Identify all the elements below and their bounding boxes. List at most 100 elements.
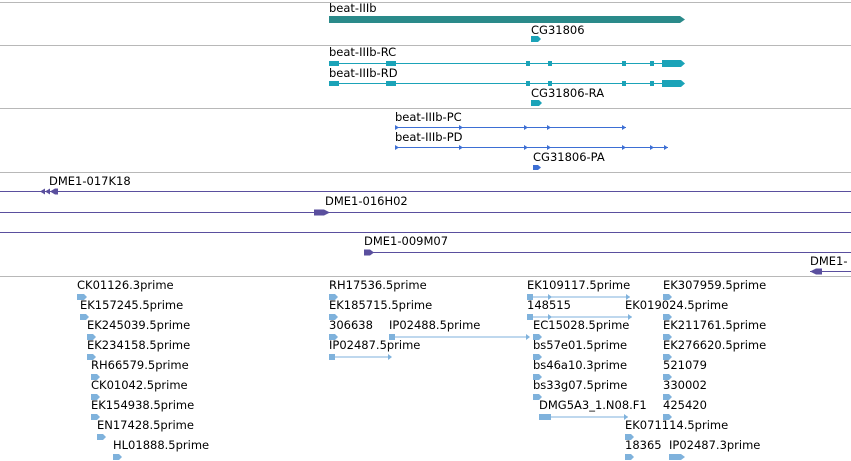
protein-label[interactable]: CG31806-PA bbox=[533, 150, 605, 164]
transcript-label[interactable]: CG31806-RA bbox=[531, 86, 605, 100]
est-label[interactable]: RH17536.5prime bbox=[329, 278, 427, 292]
est-label[interactable]: 330002 bbox=[663, 378, 707, 392]
est-label[interactable]: DMG5A3_1.N08.F1 bbox=[539, 398, 647, 412]
gene-glyph[interactable] bbox=[329, 16, 685, 23]
est-label[interactable]: EN17428.5prime bbox=[97, 418, 194, 432]
est-label[interactable]: EK109117.5prime bbox=[527, 278, 631, 292]
est-glyph[interactable] bbox=[663, 294, 672, 300]
est-glyph[interactable] bbox=[77, 294, 87, 300]
est-label[interactable]: 425420 bbox=[663, 398, 707, 412]
transcript-beat-IIIb-RD[interactable] bbox=[329, 80, 685, 87]
est-label[interactable]: EK154938.5prime bbox=[91, 398, 195, 412]
gene-glyph[interactable] bbox=[531, 36, 541, 42]
est-label[interactable]: 306638 bbox=[329, 318, 373, 332]
est-glyph[interactable] bbox=[113, 454, 122, 460]
clone-label[interactable]: DME1-009M07 bbox=[364, 234, 449, 248]
protein-beat-IIIb-PD[interactable] bbox=[395, 145, 668, 150]
est-glyph[interactable] bbox=[87, 354, 96, 360]
protein-track bbox=[395, 125, 668, 170]
protein-label[interactable]: beat-IIIb-PD bbox=[395, 130, 463, 144]
clone-DME1-017K18[interactable] bbox=[0, 188, 851, 195]
est-label[interactable]: bs46a10.3prime bbox=[533, 358, 628, 372]
gene-label[interactable]: CG31806 bbox=[531, 23, 585, 37]
est-glyph[interactable] bbox=[663, 394, 672, 400]
est-label[interactable]: EK211761.5prime bbox=[663, 318, 767, 332]
est-label[interactable]: IP02487.5prime bbox=[329, 338, 421, 352]
est-glyph[interactable] bbox=[533, 394, 542, 400]
gene-feature-beat-IIIb[interactable] bbox=[329, 16, 685, 23]
est-label[interactable]: EK234158.5prime bbox=[87, 338, 191, 352]
protein-CG31806-PA[interactable] bbox=[533, 165, 541, 170]
est-glyph[interactable] bbox=[625, 454, 634, 460]
est-glyph[interactable] bbox=[663, 354, 672, 360]
est-track bbox=[77, 294, 685, 460]
est-glyph[interactable] bbox=[389, 334, 530, 340]
est-glyph[interactable] bbox=[663, 374, 672, 380]
est-glyph[interactable] bbox=[329, 314, 338, 320]
est-label[interactable]: EC15028.5prime bbox=[533, 318, 630, 332]
clone-label[interactable]: DME1-017K18 bbox=[49, 174, 131, 188]
est-glyph[interactable] bbox=[87, 334, 96, 340]
protein-label[interactable]: beat-IIIb-PC bbox=[395, 110, 462, 124]
est-glyph[interactable] bbox=[91, 414, 100, 420]
est-label[interactable]: IP02487.3prime bbox=[669, 438, 761, 452]
est-label[interactable]: RH66579.5prime bbox=[91, 358, 189, 372]
transcript-CG31806-RA[interactable] bbox=[531, 100, 542, 106]
est-glyph[interactable] bbox=[527, 294, 630, 300]
est-label[interactable]: EK019024.5prime bbox=[625, 298, 729, 312]
est-label[interactable]: EK276620.5prime bbox=[663, 338, 767, 352]
gene-track bbox=[329, 16, 685, 42]
gene-label[interactable]: beat-IIIb bbox=[329, 1, 377, 15]
est-glyph[interactable] bbox=[533, 354, 542, 360]
est-label[interactable]: EK185715.5prime bbox=[329, 298, 433, 312]
est-glyph[interactable] bbox=[663, 334, 672, 340]
est-label[interactable]: EK157245.5prime bbox=[80, 298, 184, 312]
est-glyph[interactable] bbox=[663, 414, 672, 420]
est-glyph[interactable] bbox=[539, 414, 628, 420]
transcript-track bbox=[329, 60, 685, 106]
est-glyph[interactable] bbox=[97, 434, 106, 440]
track-separator bbox=[0, 2, 851, 3]
clone-track bbox=[0, 188, 851, 275]
clone-label[interactable]: DME1-016H02 bbox=[325, 194, 408, 208]
clone-DME1-016H02[interactable] bbox=[0, 209, 851, 216]
est-glyph[interactable] bbox=[329, 334, 338, 340]
est-label[interactable]: 18365 bbox=[625, 438, 662, 452]
est-glyph[interactable] bbox=[91, 394, 100, 400]
est-label[interactable]: IP02488.5prime bbox=[389, 318, 481, 332]
est-glyph[interactable] bbox=[663, 314, 672, 320]
track-separator bbox=[0, 172, 851, 173]
est-glyph[interactable] bbox=[80, 314, 89, 320]
est-label[interactable]: CK01126.3prime bbox=[77, 278, 174, 292]
est-glyph[interactable] bbox=[533, 374, 542, 380]
est-glyph[interactable] bbox=[329, 294, 338, 300]
transcript-beat-IIIb-RC[interactable] bbox=[329, 60, 685, 67]
est-label[interactable]: EK245039.5prime bbox=[87, 318, 191, 332]
track-separator bbox=[0, 108, 851, 109]
est-glyph[interactable] bbox=[527, 314, 632, 320]
est-glyph[interactable] bbox=[533, 334, 542, 340]
gene-feature-CG31806[interactable] bbox=[531, 36, 541, 42]
est-glyph[interactable] bbox=[625, 434, 634, 440]
clone-DME1-009M07[interactable] bbox=[364, 249, 851, 256]
est-glyph[interactable] bbox=[91, 374, 100, 380]
protein-beat-IIIb-PC[interactable] bbox=[395, 125, 626, 130]
est-label[interactable]: bs33g07.5prime bbox=[533, 378, 628, 392]
track-separator bbox=[0, 45, 851, 46]
est-label[interactable]: EK071114.5prime bbox=[625, 418, 729, 432]
transcript-label[interactable]: beat-IIIb-RD bbox=[329, 66, 398, 80]
est-label[interactable]: HL01888.5prime bbox=[113, 438, 210, 452]
clone-DME1-partial[interactable] bbox=[810, 268, 851, 275]
est-label[interactable]: bs57e01.5prime bbox=[533, 338, 628, 352]
est-label[interactable]: CK01042.5prime bbox=[91, 378, 188, 392]
est-label[interactable]: EK307959.5prime bbox=[663, 278, 767, 292]
est-label[interactable]: 521079 bbox=[663, 358, 707, 372]
est-label[interactable]: 148515 bbox=[527, 298, 571, 312]
clone-label[interactable]: DME1- bbox=[810, 254, 848, 268]
est-glyph[interactable] bbox=[329, 354, 392, 360]
track-separator bbox=[0, 276, 851, 277]
transcript-label[interactable]: beat-IIIb-RC bbox=[329, 45, 397, 59]
est-glyph[interactable] bbox=[669, 454, 685, 460]
